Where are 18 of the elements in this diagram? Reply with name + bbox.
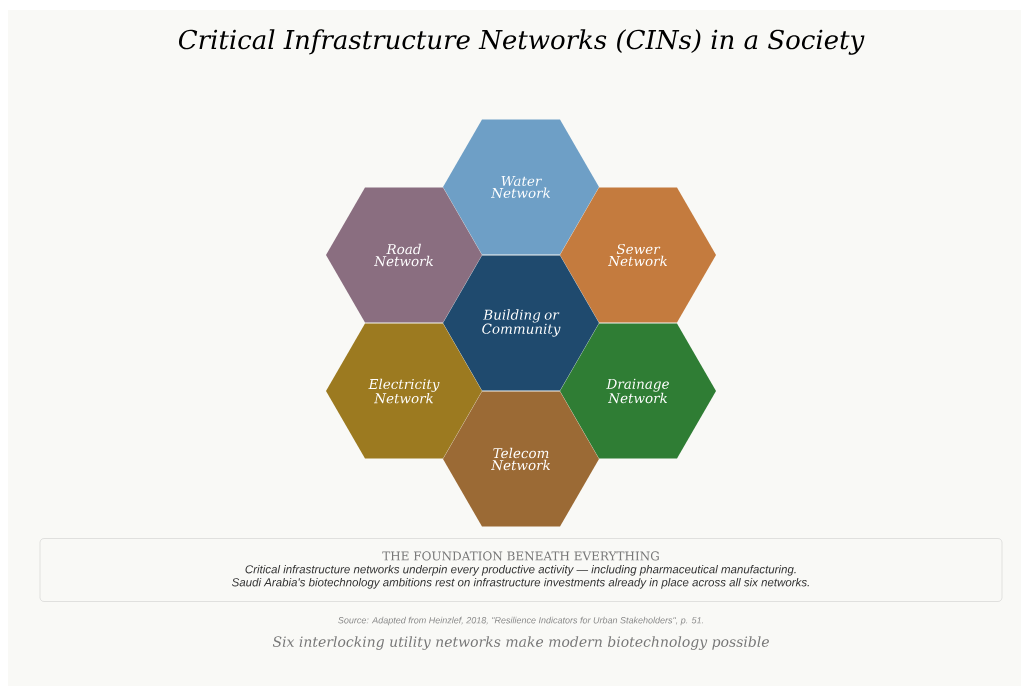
hexagon	[326, 187, 482, 323]
hexagon-label: Telecom Network	[490, 447, 550, 471]
hexagon-label: Building or Community	[482, 309, 561, 337]
hexagon	[443, 119, 599, 255]
hexagon	[560, 323, 716, 459]
hexagon	[560, 187, 716, 323]
hexagon-label: Water Network	[490, 176, 550, 198]
hexagon-label: Drainage Network	[606, 378, 669, 404]
hexagon	[443, 391, 599, 527]
hexagon	[326, 323, 482, 459]
hexagon-label: Sewer Network	[607, 243, 667, 267]
hexagon-label: Road Network	[373, 243, 433, 267]
hexagon-label: Electricity Network	[368, 378, 440, 404]
note-box: THE FOUNDATION BENEATH EVERYTHING Critical infrastructure networks underpin every productive activity — including pharmaceutical manufacturing. Saudi Arabia's biotechnology ambitions rest on infrastructure investments already in place across all six networks.	[39, 538, 1003, 602]
hexagon	[443, 255, 599, 391]
caption: Six interlocking utility networks make modern biotechnology possible	[272, 636, 769, 650]
source-note: Source: Adapted from Heinzlef, 2018, "Resilience Indicators for Urban Stakeholders", p. 51.	[338, 616, 703, 626]
title: Critical Infrastructure Networks (CINs) in a Society	[179, 29, 865, 55]
